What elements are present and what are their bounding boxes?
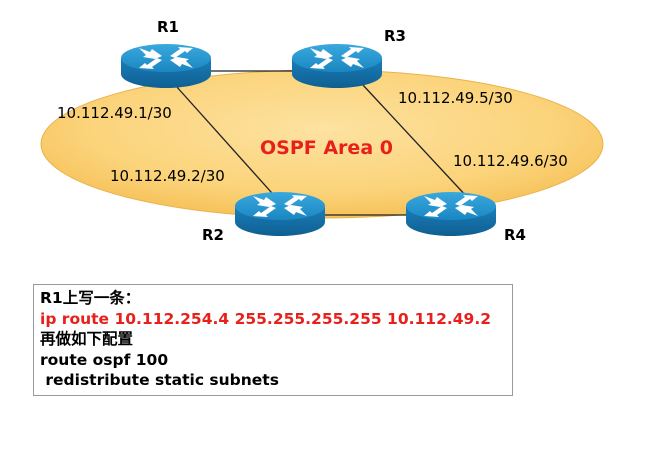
router-r3-icon: [292, 44, 382, 88]
config-line-intro: R1上写一条：: [40, 289, 141, 307]
router-r3-label: R3: [384, 27, 406, 45]
router-r2-icon: [235, 192, 325, 236]
links: [175, 70, 469, 216]
config-text-box: R1上写一条： ip route 10.112.254.4 255.255.25…: [33, 284, 513, 396]
router-r4-label: R4: [504, 226, 526, 244]
router-r1-label: R1: [157, 18, 179, 36]
ip-r1-r2-r2-side: 10.112.49.2/30: [110, 167, 225, 185]
config-line-heading: 再做如下配置: [40, 330, 134, 348]
ip-r3-r4-r3-side: 10.112.49.5/30: [398, 89, 513, 107]
router-r1-icon: [121, 44, 211, 88]
config-line-router-ospf: route ospf 100: [40, 350, 169, 369]
ip-r1-r2-r1-side: 10.112.49.1/30: [57, 104, 172, 122]
router-r2-label: R2: [202, 226, 224, 244]
topology-svg: [40, 44, 604, 236]
ip-r3-r4-r4-side: 10.112.49.6/30: [453, 152, 568, 170]
link-r3-r4: [361, 83, 469, 199]
config-line-static-route: ip route 10.112.254.4 255.255.255.255 10…: [40, 309, 491, 328]
link-r1-r2: [175, 85, 281, 203]
config-line-redistribute: redistribute static subnets: [40, 371, 279, 389]
router-r4-icon: [406, 192, 496, 236]
ospf-area-label: OSPF Area 0: [260, 137, 393, 159]
network-diagram: R1 R3 R2 R4 10.112.49.1/30 10.112.49.2/3…: [40, 18, 604, 244]
